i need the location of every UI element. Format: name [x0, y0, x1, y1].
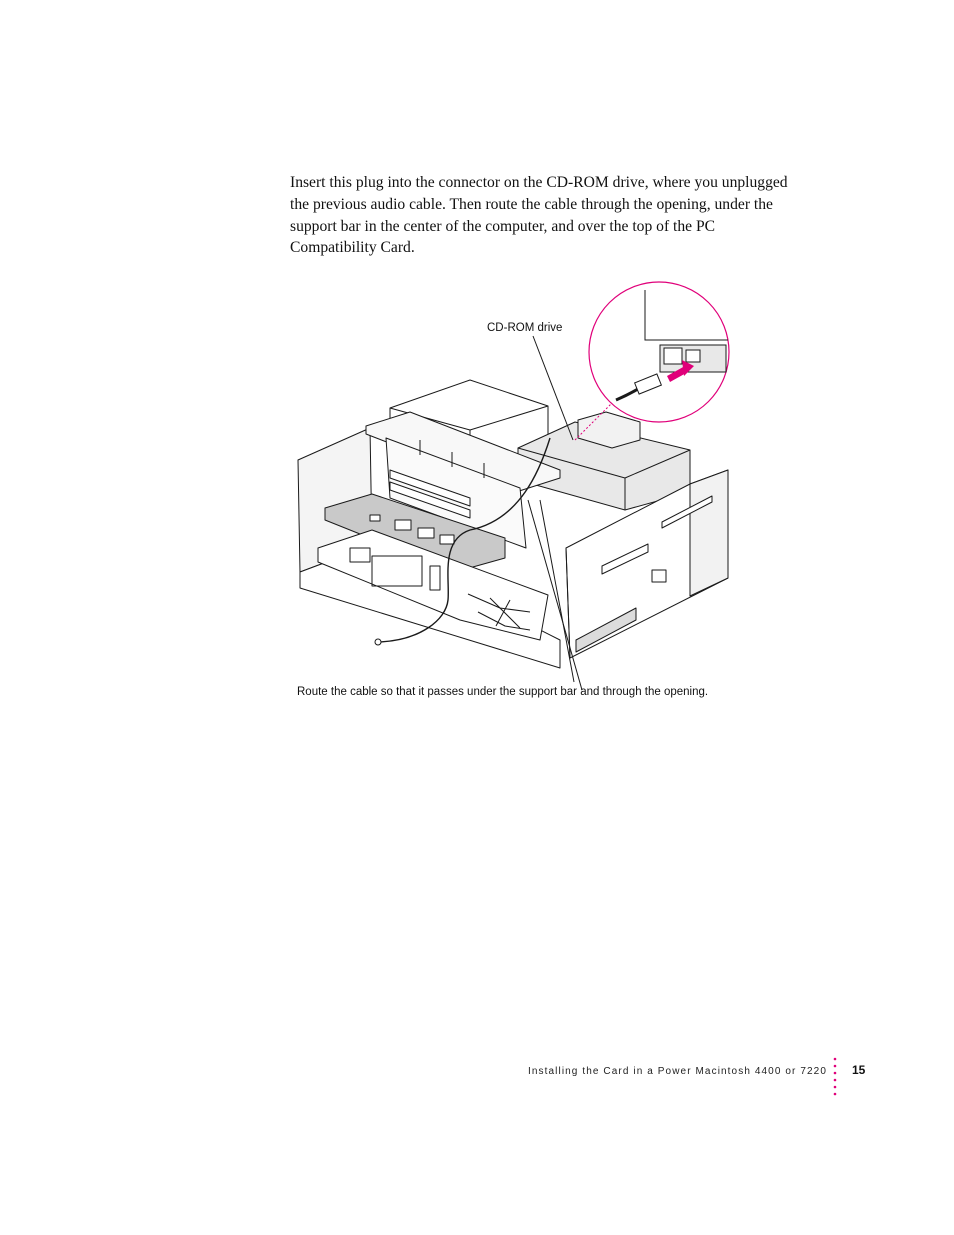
cdrom-drive-callout: CD-ROM drive: [487, 322, 563, 334]
running-footer-title: Installing the Card in a Power Macintosh…: [528, 1066, 827, 1077]
body-paragraph-block: Insert this plug into the connector on t…: [290, 172, 790, 259]
pc-compatibility-card: [324, 493, 506, 573]
motherboard: [317, 529, 549, 641]
case-front: [565, 469, 729, 659]
audio-cable: [379, 437, 551, 643]
connector-detail-inset: [588, 281, 730, 423]
page-margin-dots: [833, 1057, 837, 1096]
route-cable-callout: Route the cable so that it passes under …: [297, 686, 709, 698]
instruction-paragraph: Insert this plug into the connector on t…: [290, 174, 788, 257]
page-number: 15: [852, 1063, 866, 1077]
computer-illustration: [297, 281, 730, 691]
